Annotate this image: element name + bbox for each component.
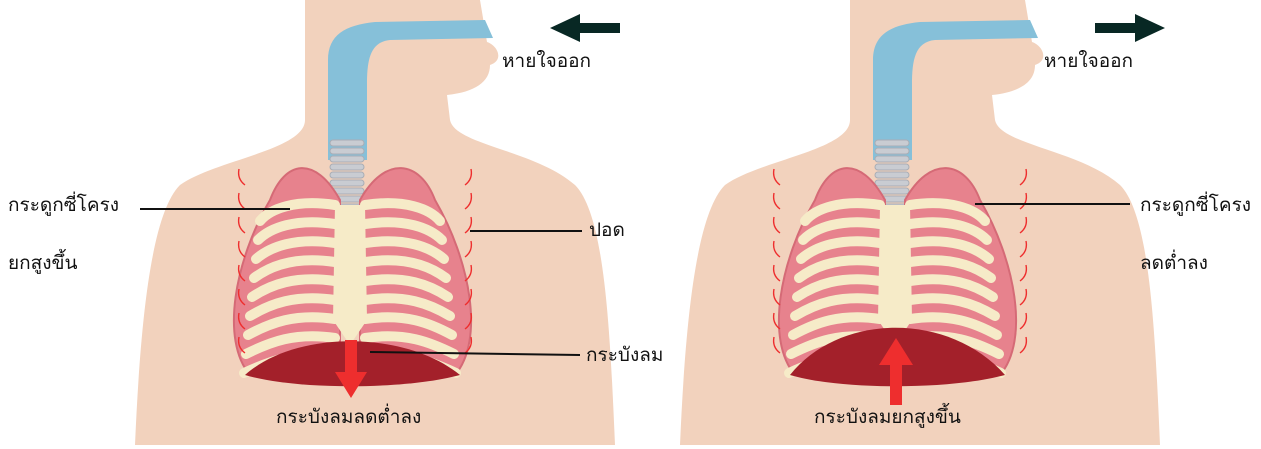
windpipe-ring [875,148,909,154]
airflow-arrow-left [550,14,620,42]
exhale-label-right: หายใจออก [1044,52,1133,71]
rib-label-line2-left: ยกสูงขึ้น [8,254,78,273]
windpipe-ring [330,172,364,178]
lung-label: ปอด [589,221,625,240]
windpipe-ring [330,140,364,146]
rib-label-line1-right: กระดูกซี่โครง [1140,196,1251,215]
windpipe-ring [330,180,364,186]
windpipe-ring [330,148,364,154]
windpipe-ring [330,156,364,162]
windpipe-ring [875,140,909,146]
windpipe-ring [330,164,364,170]
exhale-label-left: หายใจออก [502,52,591,71]
windpipe-ring [875,156,909,162]
airflow-arrow-right [1095,14,1165,42]
sternum [878,205,912,345]
diaphragm-caption-right: กระบังลมยกสูงขึ้น [814,408,961,427]
sternum [333,205,367,345]
rib-label-line2-right: ลดต่ำลง [1140,254,1208,273]
rib-label-line1-left: กระดูกซี่โครง [8,196,119,215]
windpipe-ring [875,164,909,170]
windpipe-ring [875,172,909,178]
diaphragm-caption-left: กระบังลมลดต่ำลง [276,408,421,427]
windpipe-ring [875,180,909,186]
diaphragm-label: กระบังลม [586,346,663,365]
